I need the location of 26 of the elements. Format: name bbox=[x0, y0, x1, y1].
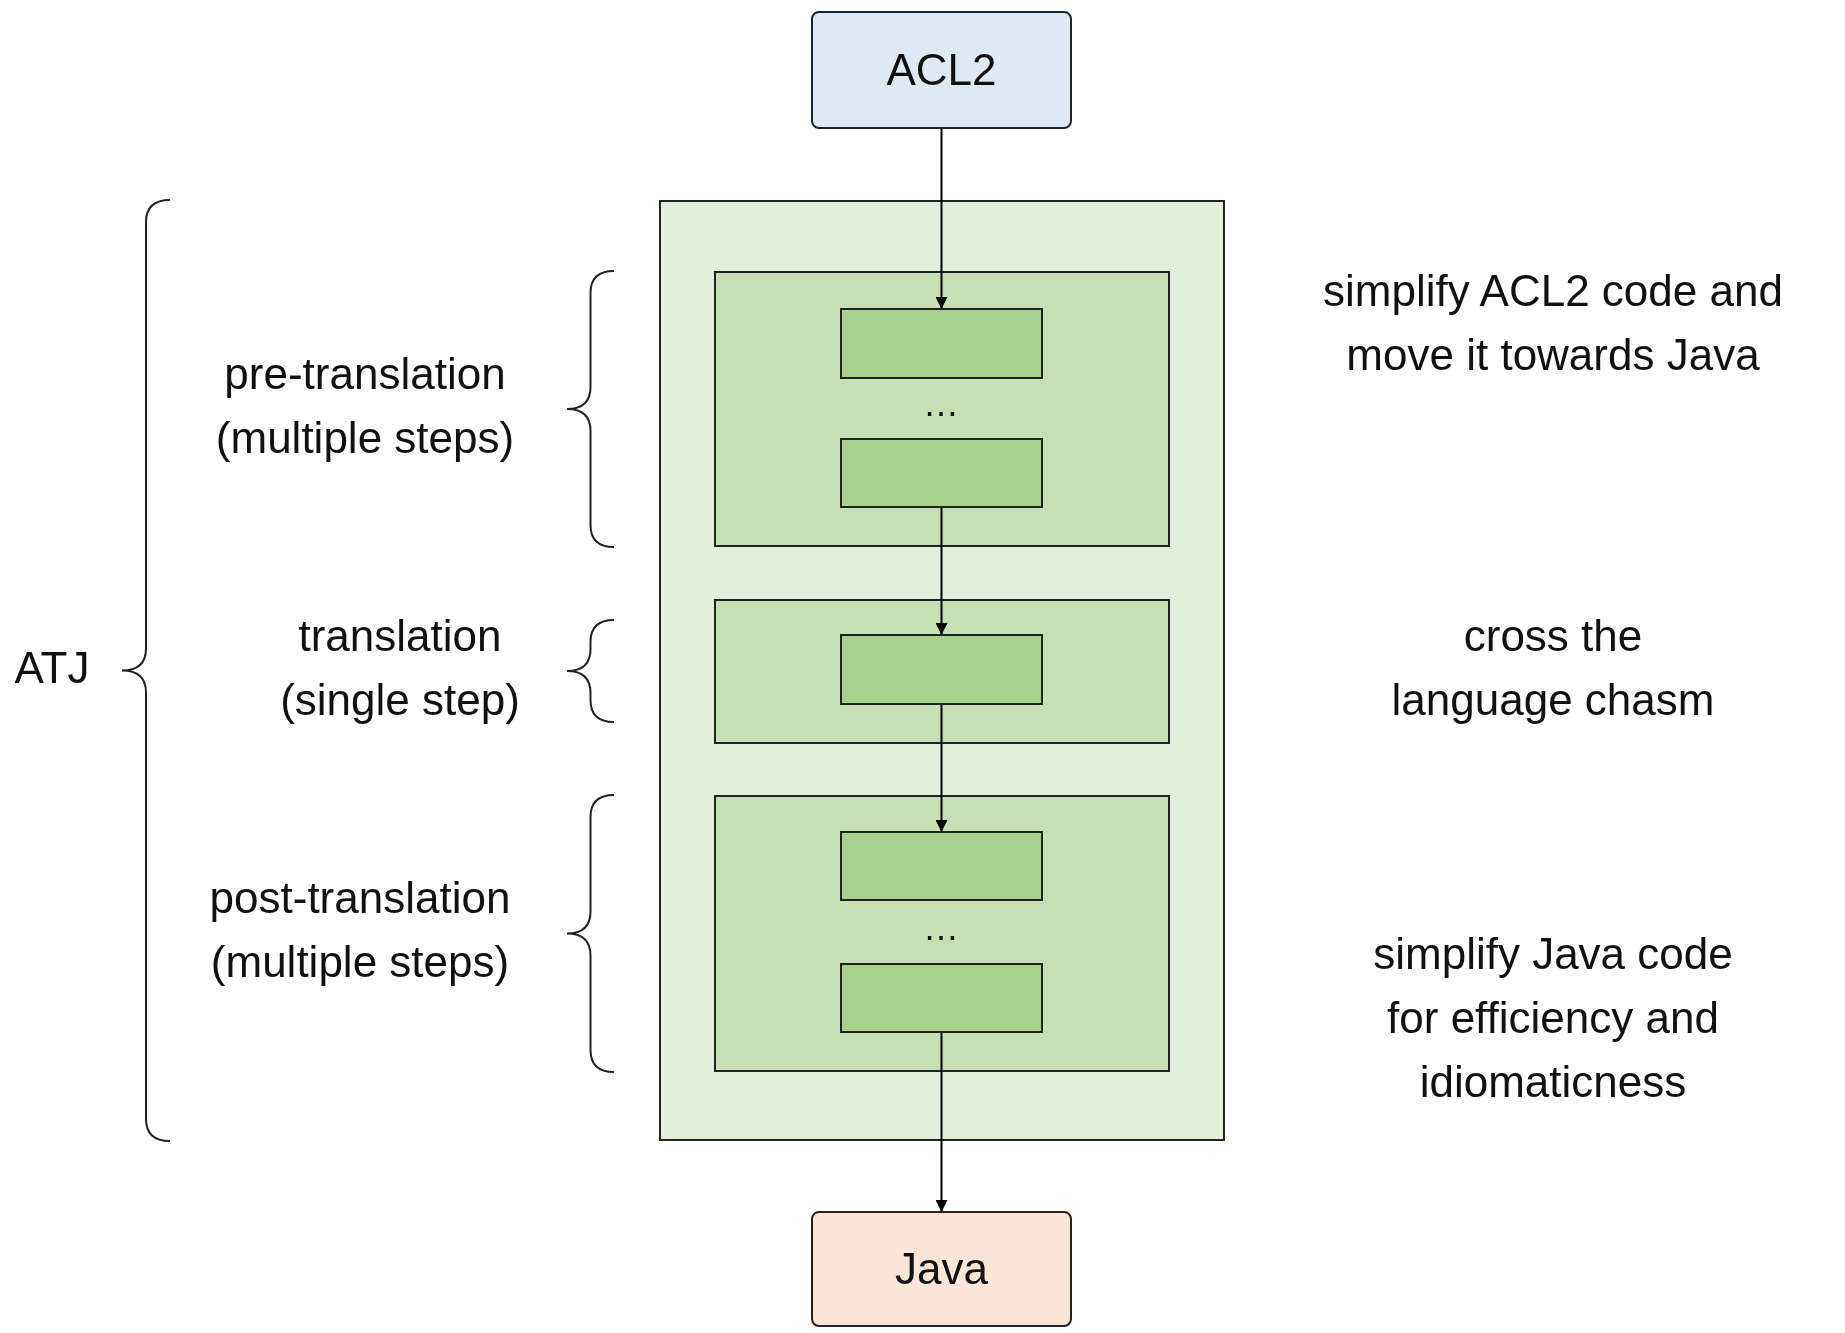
stage-box bbox=[714, 599, 1170, 744]
box-label: Java bbox=[895, 1243, 988, 1295]
stage-box bbox=[714, 271, 1170, 547]
stage-box bbox=[840, 963, 1043, 1033]
annotation-text: simplify Java code for efficiency and idiomaticness bbox=[1372, 928, 1734, 1108]
ellipsis-mark: … bbox=[923, 382, 959, 426]
process-box bbox=[811, 1211, 1072, 1327]
stage-box bbox=[840, 634, 1043, 705]
annotation-text: pre-translation (multiple steps) bbox=[214, 348, 516, 464]
annotation-text: post-translation (multiple steps) bbox=[208, 872, 512, 988]
process-box bbox=[811, 11, 1072, 129]
annotation-text: ATJ bbox=[14, 642, 90, 694]
stage-box bbox=[840, 438, 1043, 508]
annotation-text: simplify ACL2 code and move it towards Java bbox=[1322, 265, 1784, 381]
ellipsis-mark: … bbox=[923, 906, 959, 950]
annotation-text: translation (single step) bbox=[279, 610, 521, 726]
box-label: ACL2 bbox=[886, 44, 997, 96]
annotation-text: cross the language chasm bbox=[1390, 610, 1716, 726]
stage-box bbox=[840, 308, 1043, 379]
arrow bbox=[935, 704, 948, 832]
arrow bbox=[935, 507, 948, 635]
stage-box bbox=[714, 795, 1170, 1072]
stage-box bbox=[840, 831, 1043, 901]
arrow bbox=[935, 1032, 948, 1212]
stage-box bbox=[659, 200, 1225, 1141]
arrow bbox=[935, 128, 948, 309]
